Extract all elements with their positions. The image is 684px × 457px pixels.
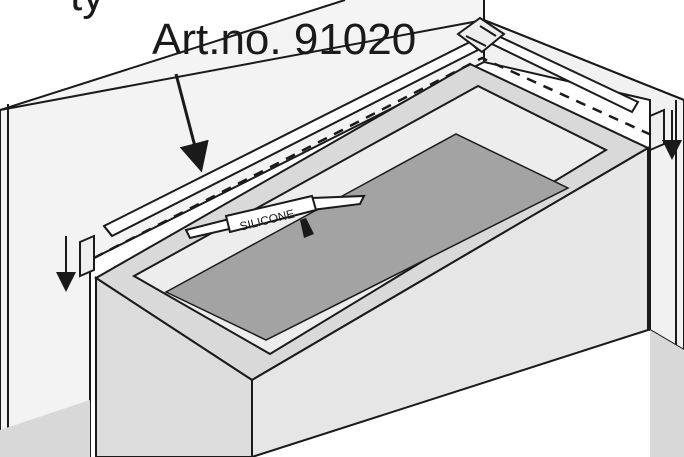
callout-arrow xyxy=(174,73,209,173)
caulk-gun-label-box xyxy=(224,194,318,234)
caulk-gun-handle xyxy=(300,218,314,238)
end-cap-left xyxy=(79,234,95,278)
bathtub xyxy=(93,56,659,457)
corner-piece xyxy=(456,16,506,54)
back-wall-top-edge xyxy=(0,0,346,111)
article-number-label: Art.no. 91020 xyxy=(152,15,416,64)
floor-left xyxy=(0,400,90,457)
bathtub-inner-floor xyxy=(164,133,570,341)
right-wall-top-edge xyxy=(483,19,684,101)
caulk-gun: SILICONE xyxy=(184,194,366,240)
floor-group xyxy=(0,330,684,457)
silicone-seal-line xyxy=(93,56,659,260)
callout-arrow-group xyxy=(174,73,209,173)
end-cap-right xyxy=(649,108,665,152)
bathtub-side-panel xyxy=(251,146,649,457)
top-fragment-label: ty xyxy=(70,0,104,20)
floor-right xyxy=(650,330,684,457)
bathtub-front-panel xyxy=(95,276,253,457)
